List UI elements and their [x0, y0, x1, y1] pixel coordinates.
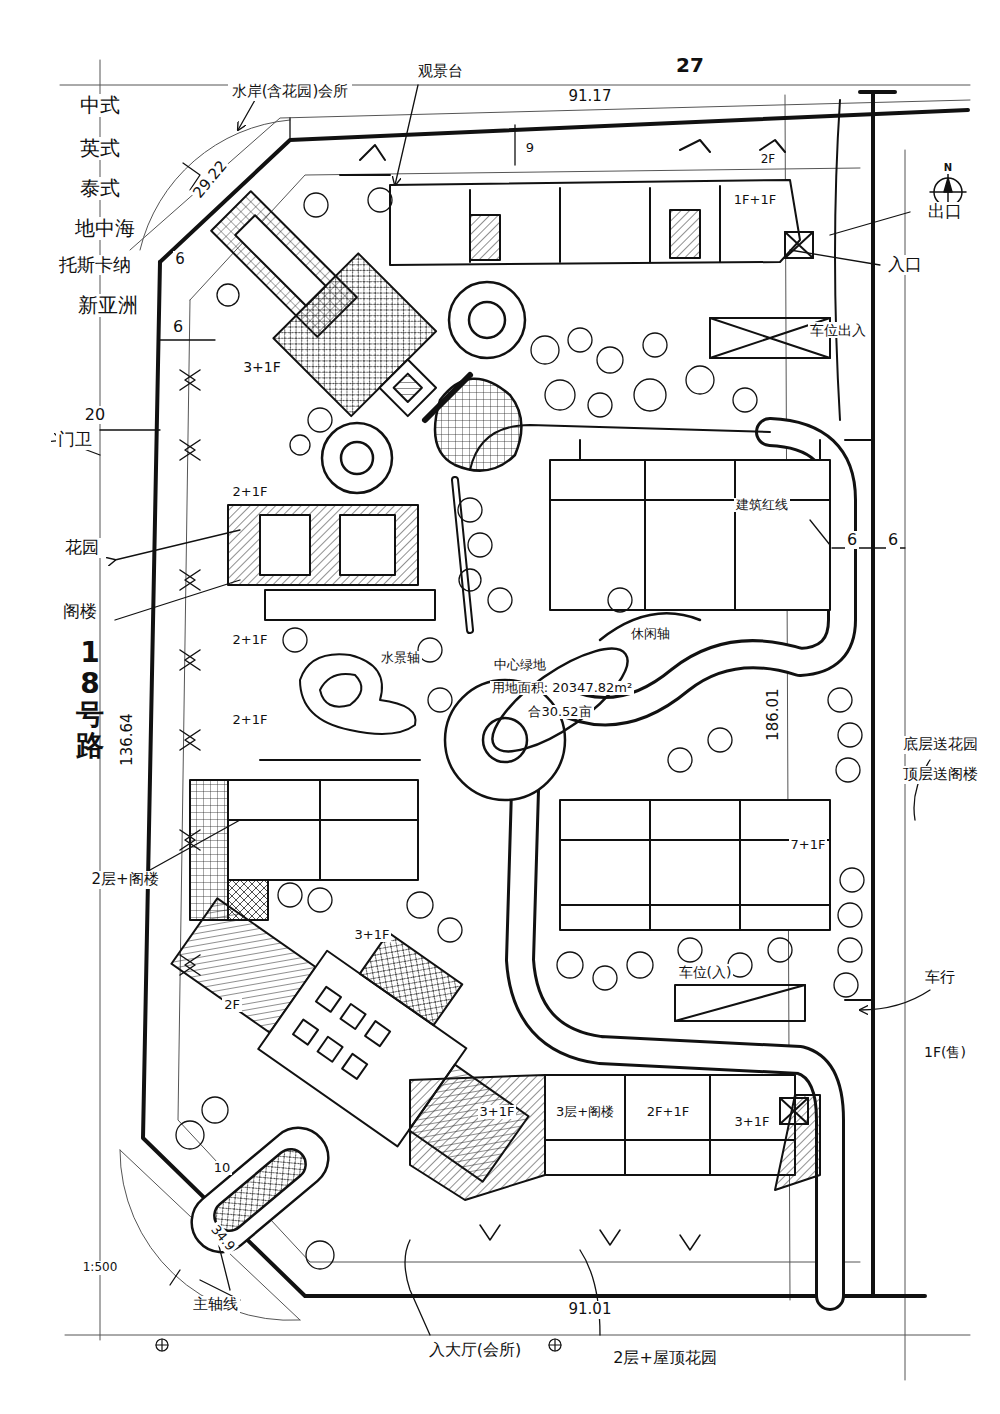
floor-label: 2F: [222, 998, 242, 1013]
area-label: 用地面积: 20347.82m²: [490, 681, 634, 696]
gate-label: 入口: [886, 255, 924, 275]
callout-label: 入大厅(会所): [427, 1341, 523, 1359]
dimension: 6: [171, 318, 185, 336]
floor-label: 2+1F: [231, 633, 270, 648]
floor-label: 1F+1F: [732, 193, 778, 208]
north-label: N: [942, 162, 954, 174]
central-plaza: [445, 613, 700, 800]
floor-label: 3+1F: [478, 1105, 517, 1120]
parking: [675, 318, 830, 1021]
area-label: 中心绿地: [492, 658, 548, 673]
scale-label: 1:500: [81, 1261, 120, 1275]
dimension: 136.64: [118, 712, 135, 769]
callout-label: 建筑红线: [734, 498, 790, 513]
dimension: 91.01: [567, 1301, 614, 1318]
callout-label: 门卫: [56, 430, 94, 450]
floor-label: 7+1F: [789, 838, 828, 853]
axis-label: 水景轴: [379, 651, 422, 666]
dimension: 186.01: [764, 687, 781, 744]
floor-label: 3层+阁楼: [554, 1105, 616, 1120]
callout-label: 花园: [63, 538, 101, 558]
dimension: 9: [524, 141, 536, 156]
callout-label: 主轴线: [191, 1296, 240, 1313]
callout-label: 顶层送阁楼: [901, 766, 980, 783]
style-note: 新亚洲: [76, 294, 140, 317]
callout-label: 2层+阁楼: [89, 871, 160, 888]
water-feature: [300, 654, 416, 734]
dimension: 91.17: [567, 88, 614, 105]
site-boundary: [143, 92, 968, 1296]
gate-label: 出口: [926, 202, 964, 222]
leader-lines: [60, 85, 930, 1335]
callout-label: 阁楼: [61, 602, 99, 622]
floor-label: 3+1F: [353, 928, 392, 943]
style-note: 英式: [78, 137, 122, 160]
dimension: 20: [83, 406, 107, 424]
dimension: 6: [173, 251, 187, 268]
style-note: 泰式: [78, 177, 122, 200]
building: [189, 169, 465, 445]
floor-label: 2+1F: [231, 713, 270, 728]
callout-label: 底层送花园: [901, 736, 980, 753]
pavilions: [322, 282, 525, 493]
style-note: 托斯卡纳: [57, 255, 133, 276]
parking-label: 车位(入): [677, 964, 734, 980]
parking-label: 车位出入: [808, 322, 868, 338]
shrubs: [180, 370, 700, 1250]
trees: [176, 188, 864, 1269]
callout-label: 1F(售): [922, 1044, 968, 1060]
dimension: 29.22: [188, 156, 231, 203]
style-note: 地中海: [73, 217, 137, 240]
building: [340, 140, 800, 265]
area-label: 合30.52亩: [526, 705, 593, 720]
callout-label: 车行: [923, 969, 957, 986]
axis-label: 休闲轴: [629, 627, 672, 642]
floor-label: 2F+1F: [645, 1105, 691, 1120]
dimension: 10: [212, 1161, 233, 1176]
dimension: 34.9: [206, 1221, 239, 1256]
style-note: 中式: [78, 94, 122, 117]
dimension: 6: [886, 531, 900, 549]
building: [410, 232, 820, 1200]
floor-label: 3+1F: [733, 1115, 772, 1130]
floor-label: 2F: [759, 153, 778, 167]
callout-label: 2层+屋顶花园: [611, 1349, 719, 1367]
floor-label: 3+1F: [241, 359, 283, 375]
floor-label: 2+1F: [231, 485, 270, 500]
road-name: 18号路: [70, 638, 110, 761]
dimension: 6: [845, 531, 859, 549]
building: [190, 505, 435, 920]
sheet-number: 27: [674, 54, 706, 77]
callout-label: 观景台: [416, 63, 465, 80]
guide-lines: [60, 60, 970, 1380]
callout-label: 水岸(含花园)会所: [228, 83, 352, 100]
